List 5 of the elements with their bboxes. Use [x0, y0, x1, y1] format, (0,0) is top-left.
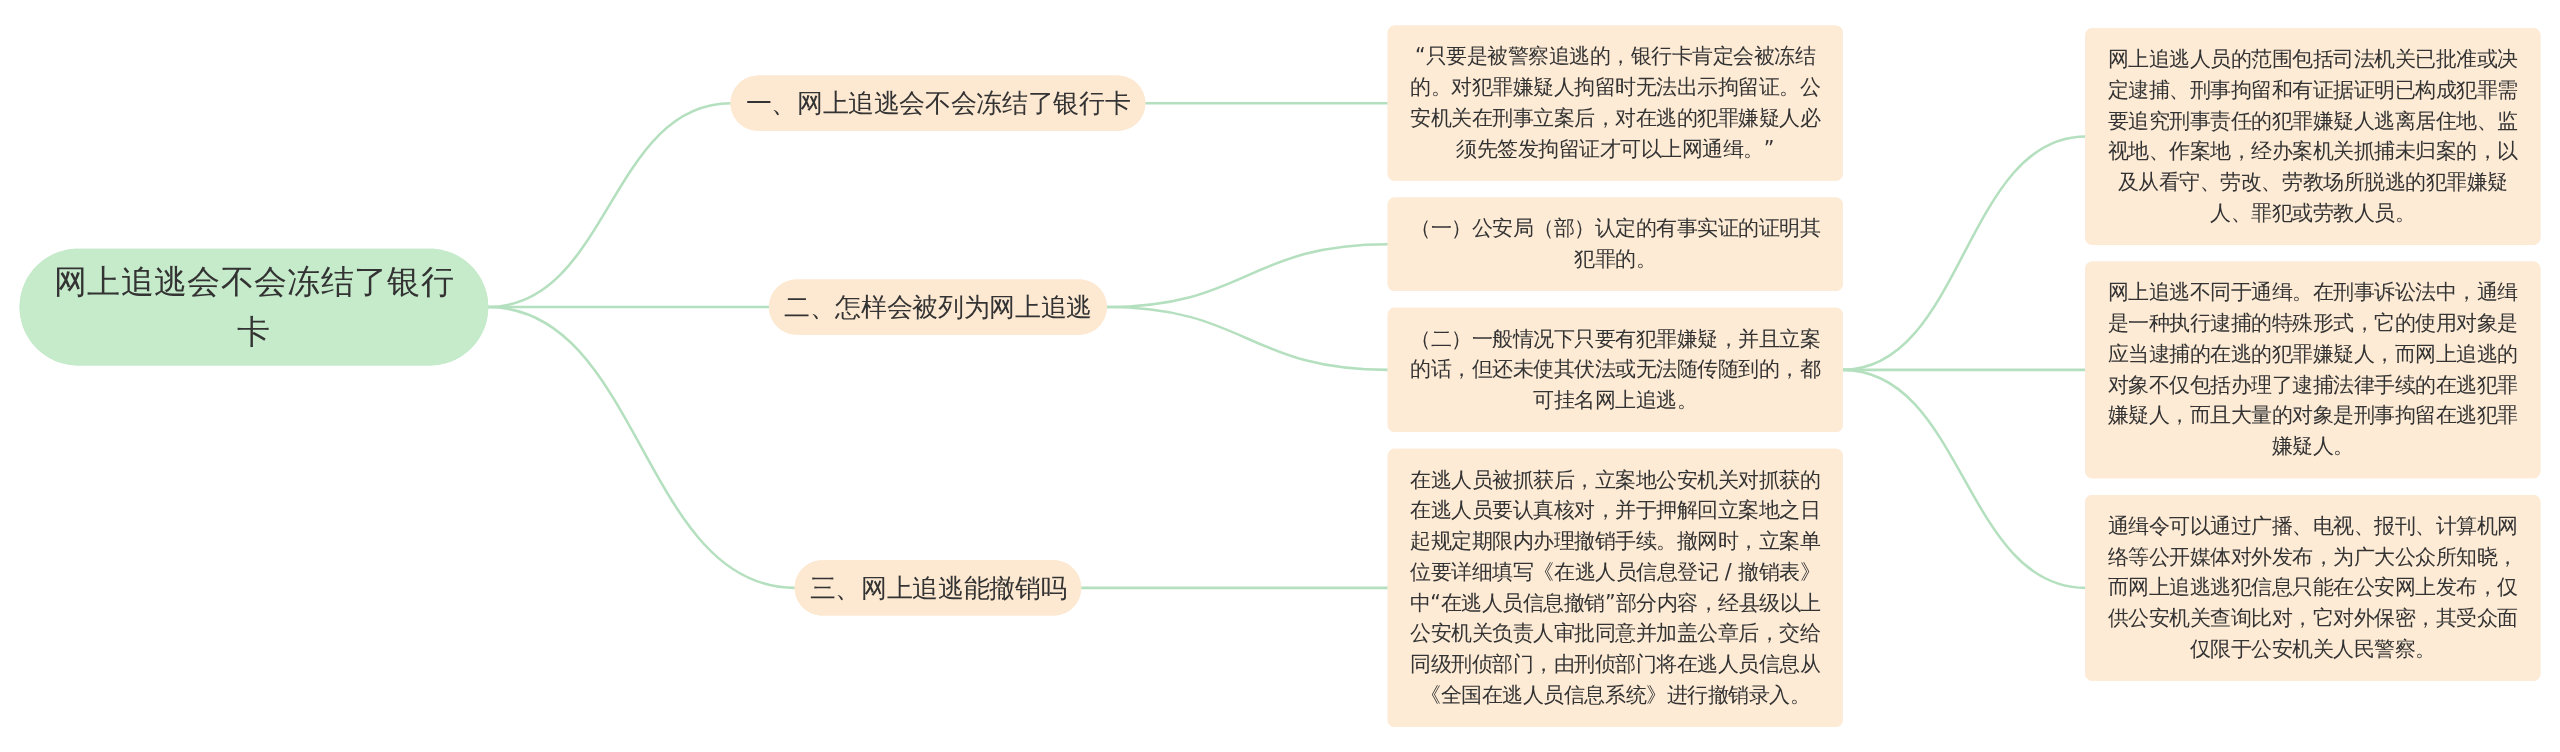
connector: [487, 305, 796, 589]
connector: [1106, 305, 1389, 371]
connector: [1080, 586, 1389, 589]
connector: [1144, 101, 1389, 105]
connector: [487, 305, 770, 309]
